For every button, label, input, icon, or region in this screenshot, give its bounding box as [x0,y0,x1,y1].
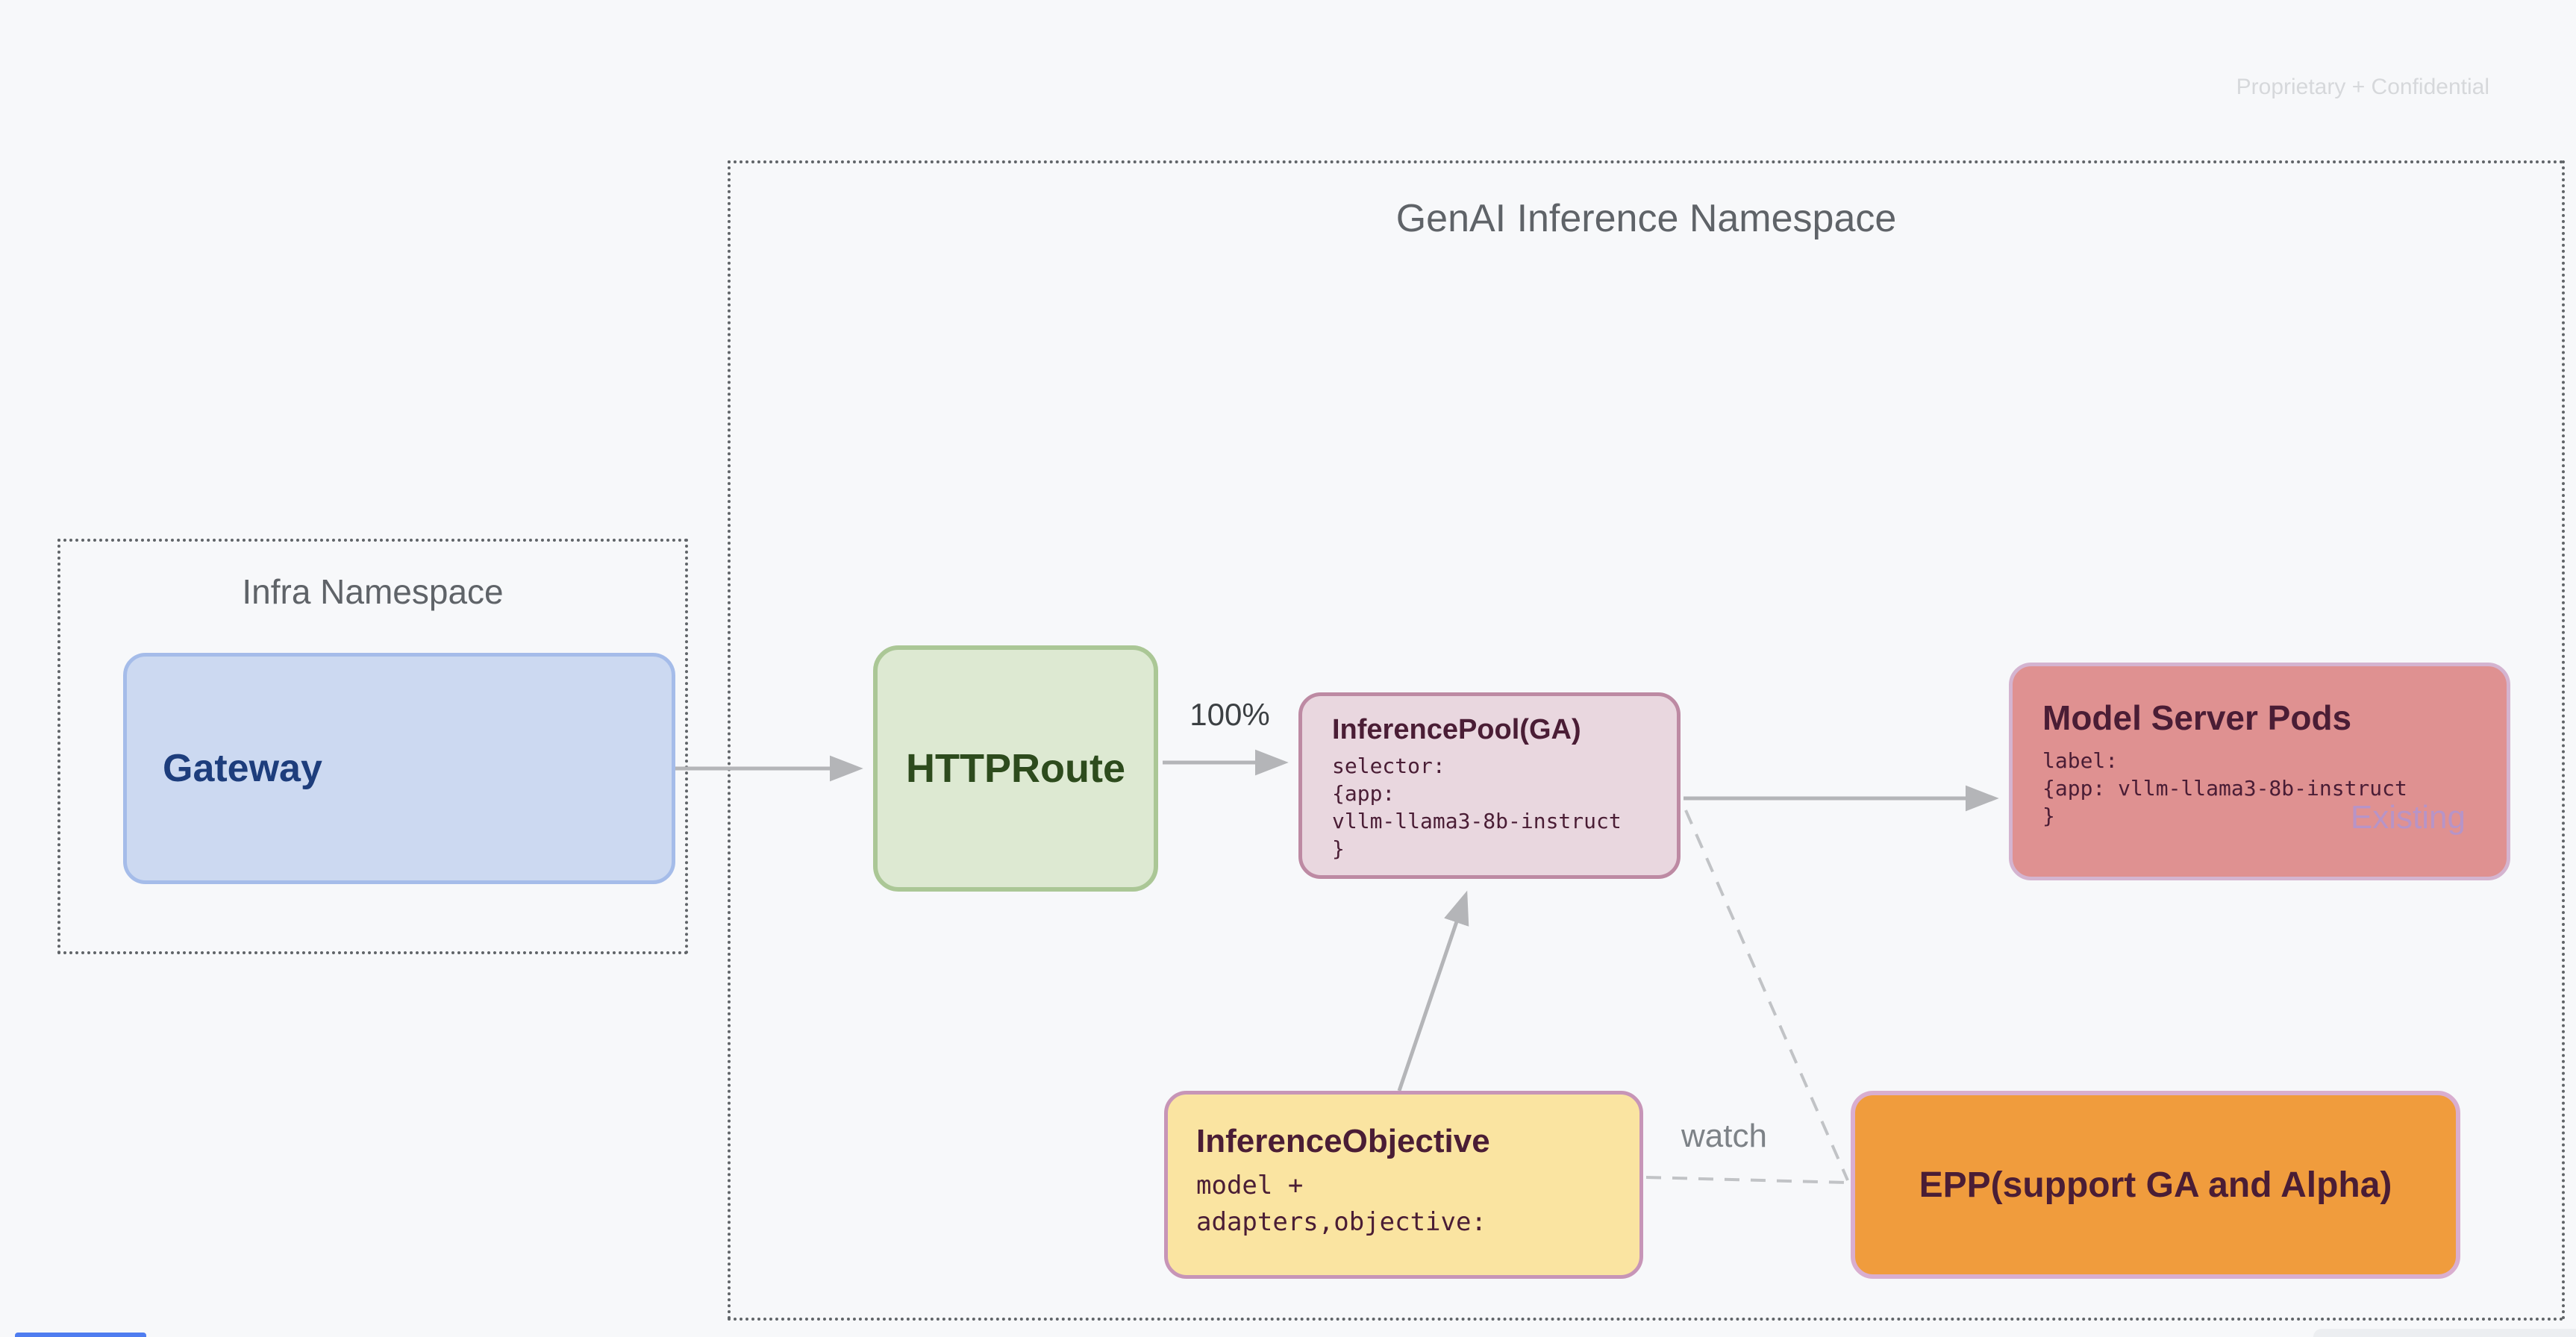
inferencepool-title: InferencePool(GA) [1332,714,1581,745]
httproute-node[interactable]: HTTPRoute [873,645,1158,892]
inferencepool-node[interactable]: InferencePool(GA) selector: {app: vllm-l… [1298,692,1681,879]
infra-namespace-title: Infra Namespace [242,572,504,611]
bottom-left-blue-strip [15,1333,146,1337]
watch-label: watch [1681,1118,1767,1154]
genai-namespace-box[interactable]: GenAI Inference Namespace [728,160,2565,1321]
genai-namespace-title: GenAI Inference Namespace [1395,197,1897,240]
inferenceobjective-node[interactable]: InferenceObjective model + adapters,obje… [1164,1091,1643,1279]
bottom-right-panel-corner [2313,1329,2576,1337]
gateway-label: Gateway [163,747,322,790]
watermark-text: Proprietary + Confidential [2236,75,2489,99]
modelserverpods-title: Model Server Pods [2042,698,2352,737]
inferenceobjective-code-line: adapters,objective: [1196,1207,1486,1237]
modelserverpods-code-line: label: [2042,748,2119,773]
existing-status-tag: Existing [2350,799,2466,836]
gateway-node[interactable]: Gateway [123,653,675,884]
httproute-label: HTTPRoute [906,746,1125,791]
inferenceobjective-title: InferenceObjective [1196,1123,1490,1159]
epp-label: EPP(support GA and Alpha) [1919,1165,2392,1205]
modelserverpods-code-line: {app: vllm-llama3-8b-instruct [2042,776,2407,801]
inferencepool-code-line: vllm-llama3-8b-instruct [1332,809,1622,833]
modelserverpods-code-line: } [2042,804,2055,828]
inferencepool-code-line: selector: [1332,754,1445,778]
inferencepool-code-line: } [1332,836,1345,861]
epp-node[interactable]: EPP(support GA and Alpha) [1851,1091,2460,1279]
modelserverpods-node[interactable]: Model Server Pods label: {app: vllm-llam… [2009,663,2510,880]
inferencepool-code-line: {app: [1332,781,1395,806]
infra-namespace-box[interactable]: Infra Namespace [57,539,688,954]
inferenceobjective-code-line: model + [1196,1171,1304,1200]
route-weight-label: 100% [1189,697,1270,732]
